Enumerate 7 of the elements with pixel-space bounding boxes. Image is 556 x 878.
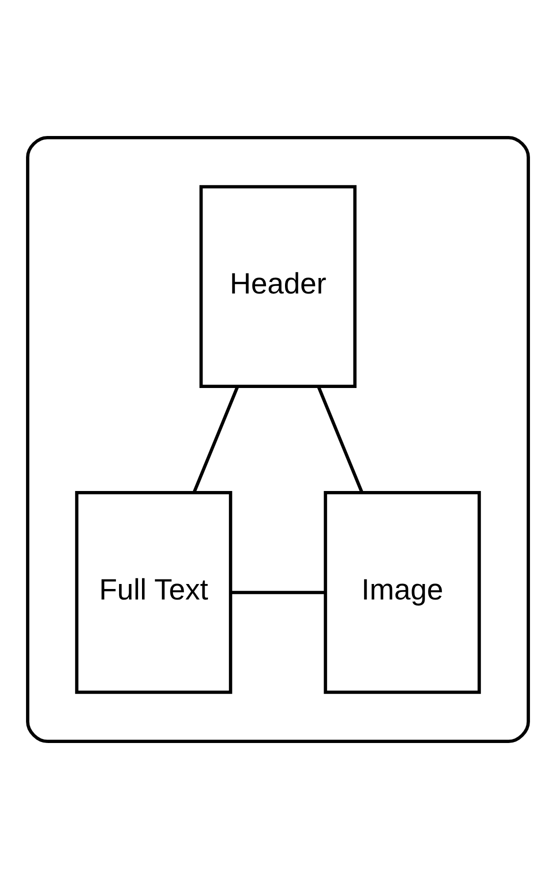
connector (192, 385, 240, 493)
connector (316, 385, 364, 493)
connector (230, 590, 326, 594)
node-box: Full Text (75, 490, 232, 694)
node-box: Header (199, 184, 357, 388)
node-box: Image (324, 490, 481, 694)
cluster (26, 136, 530, 742)
